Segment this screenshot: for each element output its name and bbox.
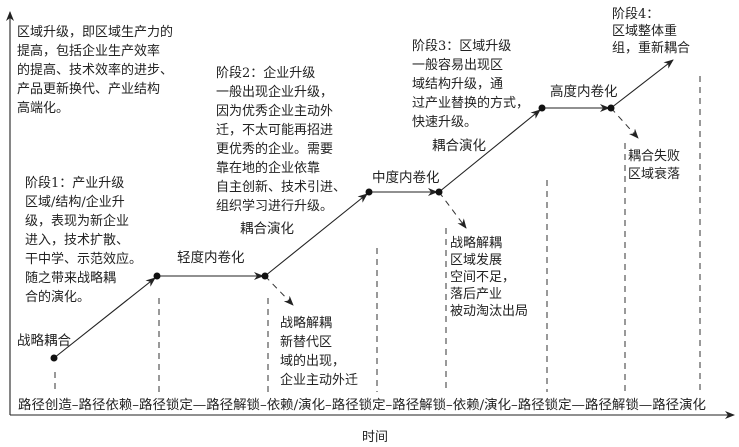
node — [261, 272, 269, 280]
stage4-text: 阶段4： 区域整体重 组，重新耦合 — [612, 7, 690, 56]
node — [607, 104, 615, 112]
phase-separators — [54, 76, 701, 392]
stage1-text: 阶段1：产业升级 区域/结构/企业升 级，表现为新企业 进入，技术扩散、 干中学… — [25, 176, 146, 305]
label-light-involution: 轻度内卷化 — [177, 250, 245, 266]
label-medium-involution: 中度内卷化 — [372, 170, 440, 186]
node — [538, 104, 546, 112]
node — [435, 188, 443, 196]
stage3-text: 阶段3：区域升级 一般容易出现区 域结构升级，通 过产业替换的方式， 快速升级。 — [412, 39, 533, 130]
path-sequence: 路径创造–路径依赖–路径锁定—路径解锁–依赖/演化–路径锁定–路径解锁–依赖/演… — [18, 397, 706, 413]
coupling-failure-text: 耦合失败 区域衰落 — [628, 149, 684, 182]
node — [365, 188, 373, 196]
decoupling2-text: 战略解耦 区域发展 空间不足， 落后产业 被动淘汰出局 — [450, 235, 528, 319]
label-high-involution: 高度内卷化 — [550, 83, 618, 100]
node — [153, 272, 161, 280]
label-coupling-evolution-2: 耦合演化 — [432, 138, 486, 154]
label-strategic-coupling: 战略耦合 — [17, 333, 71, 349]
stage2-text: 阶段2：企业升级 一般出现企业升级， 因为优秀企业主动外 迁，不太可能再招进 更… — [216, 65, 350, 214]
decoupling1-text: 战略解耦 新替代区 域的出现， 企业主动外迁 — [280, 315, 358, 388]
path-nodes — [50, 104, 615, 362]
x-axis-label: 时间 — [362, 430, 388, 445]
label-coupling-evolution-1: 耦合演化 — [240, 221, 294, 237]
intro-text: 区域升级，即区域生产力的 提高，包括企业生产效率 的提高、技术效率的进步、 产品… — [17, 24, 177, 116]
evolution-path — [53, 59, 674, 359]
node — [50, 354, 58, 362]
